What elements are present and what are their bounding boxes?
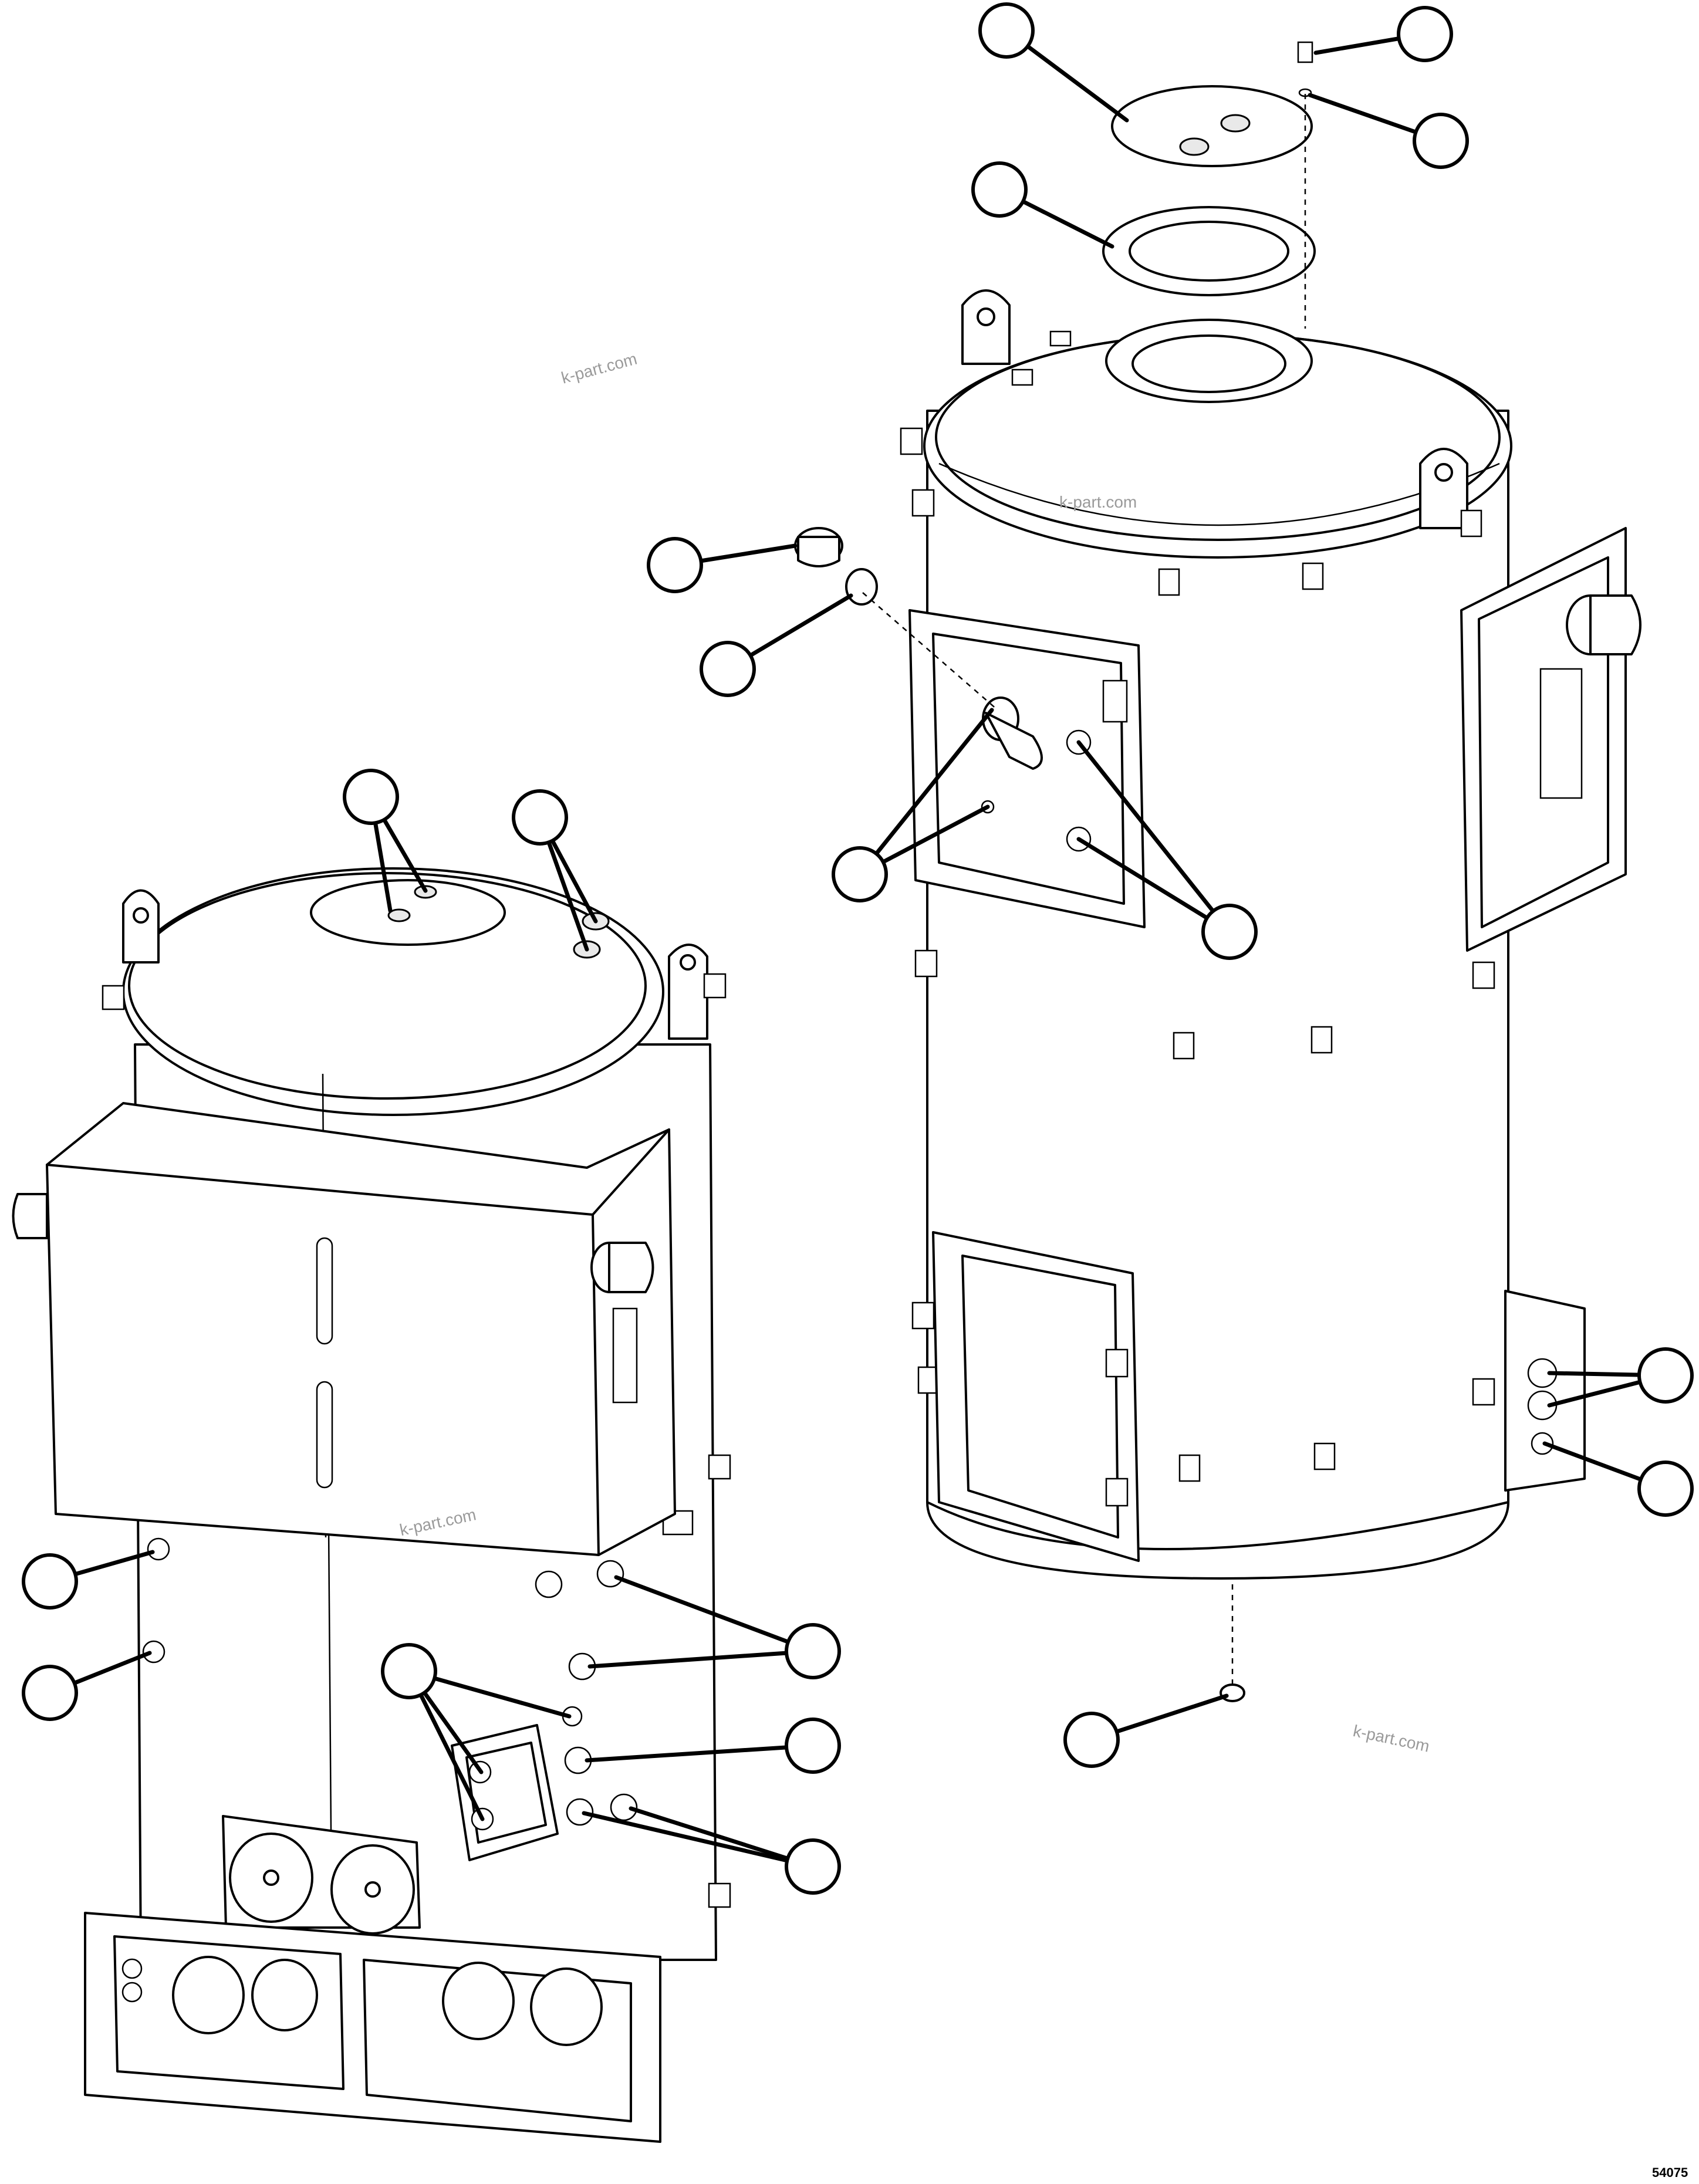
callout-c7 (343, 769, 399, 825)
callout-c2 (1397, 6, 1453, 62)
callout-c5 (647, 537, 703, 593)
right-tank-assembly (900, 289, 1641, 1702)
callout-c11 (1637, 1347, 1694, 1404)
callout-c17 (1063, 1712, 1120, 1768)
callout-c16 (381, 1643, 437, 1699)
right-exploded-parts (794, 41, 1316, 711)
callout-c14 (22, 1665, 78, 1721)
watermark-text: k-part.com (1059, 493, 1137, 511)
callout-circles (22, 2, 1694, 1895)
callout-c9 (832, 846, 888, 902)
watermark-text: k-part.com (1352, 1722, 1431, 1756)
callout-c18 (785, 1718, 841, 1774)
callout-c3 (1413, 113, 1469, 169)
callout-c8 (512, 789, 568, 846)
figure-code: 54075 (1652, 2165, 1688, 2180)
callout-c1 (978, 2, 1035, 59)
callout-c19 (785, 1838, 841, 1895)
callout-c10 (1201, 904, 1258, 960)
watermark-text: k-part.com (559, 350, 639, 387)
callout-c4 (971, 161, 1028, 218)
callout-c12 (1637, 1460, 1694, 1517)
callout-c6 (700, 641, 756, 697)
callout-c13 (22, 1553, 78, 1610)
left-tank-assembly (12, 867, 731, 2143)
callout-c15 (785, 1623, 841, 1679)
